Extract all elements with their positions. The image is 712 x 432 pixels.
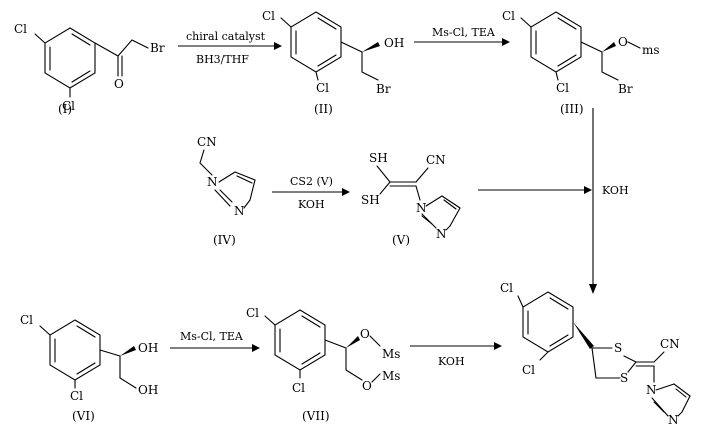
cl-label: Cl [262,9,275,23]
condition-bh3-thf: BH3/THF [196,53,249,66]
n-label: N [436,227,447,241]
compound-III: Cl Cl O ms Br (III) [502,9,660,116]
condition-ms-cl-tea: Ms-Cl, TEA [432,26,496,39]
condition-koh-side: KOH [602,184,629,197]
condition-chiral-catalyst: chiral catalyst [186,30,266,43]
cl-label: Cl [556,81,569,95]
compound-V: SH SH CN N N (V) [361,151,461,247]
cl-label: Cl [500,281,513,295]
br-label: Br [376,82,391,96]
condition-koh: KOH [298,198,325,211]
cl-label: Cl [62,99,75,113]
oh-label: OH [138,341,158,355]
sh-label: SH [361,193,380,207]
cl-label: Cl [292,381,305,395]
compound-label-III: (III) [560,102,584,116]
n-label: N [234,204,245,218]
arrow-I-to-II: chiral catalyst BH3/THF [178,30,282,66]
o-label: O [362,379,372,393]
n-label: N [207,175,218,189]
compound-I: Cl Cl O Br (I) [14,22,165,116]
br-label: Br [150,41,165,55]
br-label: Br [618,82,633,96]
arrow-V-to-join [478,186,592,194]
compound-IV: CN N N (IV) [197,135,256,247]
compound-VI: Cl Cl OH OH (VI) [20,313,158,423]
n-label: N [416,201,427,215]
ms-label: ms [642,43,660,57]
o-label: O [360,327,370,341]
cn-label: CN [660,337,680,351]
compound-label-IV: (IV) [213,233,236,247]
cl-label: Cl [502,9,515,23]
arrow-II-to-III: Ms-Cl, TEA [414,26,510,46]
arrow-IV-to-V: CS2 (V) KOH [272,175,350,211]
condition-koh-2: KOH [438,355,465,368]
condition-cs2: CS2 (V) [290,175,333,188]
product-luliconazole: Cl Cl S S CN N N [500,281,691,427]
compound-label-I: (I) [58,102,72,116]
condition-ms-cl-tea-2: Ms-Cl, TEA [180,330,244,343]
arrow-VI-to-VII: Ms-Cl, TEA [170,330,260,352]
cl-label: Cl [246,306,259,320]
oh-label: OH [138,383,158,397]
n-label: N [668,413,679,427]
cl-label: Cl [14,22,27,36]
o-label: O [618,35,628,49]
compound-II: Cl Cl OH Br (II) [262,9,404,116]
s-label: S [614,341,622,355]
compound-label-VII: (VII) [302,409,330,423]
compound-label-V: (V) [392,233,410,247]
cl-label: Cl [20,313,33,327]
o-label: O [114,77,124,91]
ms-label: Ms [382,369,400,383]
arrow-III-down: KOH [589,108,629,294]
n-label: N [646,383,657,397]
compound-label-II: (II) [314,102,333,116]
ms-label: Ms [382,347,400,361]
cl-label: Cl [522,363,535,377]
cn-label: CN [426,153,446,167]
cn-label: CN [197,135,217,149]
compound-label-VI: (VI) [72,409,95,423]
s-label: S [620,371,628,385]
compound-VII: Cl Cl O Ms O Ms (VII) [246,306,400,423]
cl-label: Cl [70,389,83,403]
arrow-VII-to-product: KOH [410,342,502,368]
sh-label: SH [369,151,388,165]
cl-label: Cl [316,81,329,95]
oh-label: OH [384,36,404,50]
